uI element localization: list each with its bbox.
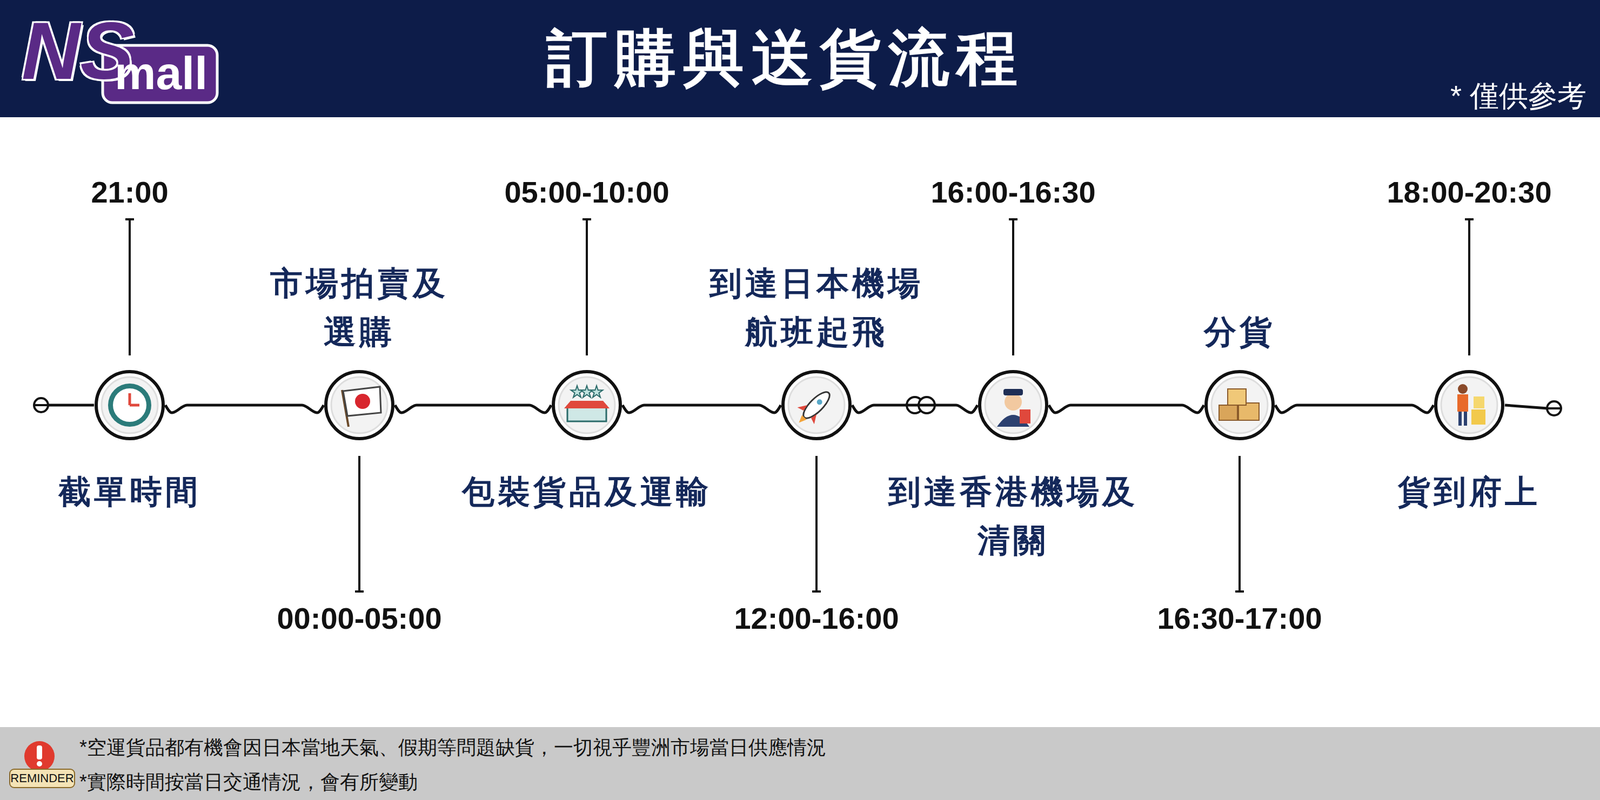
officer-icon [996,389,1031,427]
timeline-connector [395,405,552,413]
clock-icon [108,383,152,427]
reminder-icon [24,741,55,772]
footer-note: *實際時間按當日交通情況，會有所變動 [79,771,418,794]
step-name: 貨到府上 [1397,467,1541,517]
person-icon [1457,384,1486,426]
timeline-step: 截單時間21:00 [94,369,166,441]
step-name: 到達香港機場及 清關 [881,467,1145,566]
timeline-step: 市場拍賣及 選購00:00-05:00 [323,369,396,441]
step-name: 分貨 [1203,308,1276,357]
reminder-tag-text: REMINDER [10,772,74,786]
time-leader [125,219,135,356]
timeline-connector [622,405,781,413]
step-circle [94,369,166,441]
step-time: 05:00-10:00 [504,174,669,210]
rocket-icon [790,384,838,432]
timeline-step: 包裝貨品及運輸05:00-10:00 [551,369,623,441]
timeline-step: 分貨16:30-17:00 [1203,369,1276,441]
logo-word: mall [114,47,208,99]
step-circle [323,369,396,441]
step-name: 包裝貨品及運輸 [462,467,712,517]
step-time: 12:00-16:00 [733,600,899,637]
step-circle [1433,369,1505,441]
step-time: 21:00 [90,174,169,210]
footer-note: *空運貨品都有機會因日本當地天氣、假期等問題缺貨，一切視乎豐洲市場當日供應情況 [79,737,827,759]
timeline-connector [1275,405,1434,413]
step-circle [977,369,1049,441]
reminder-mark [36,745,43,760]
timeline-end [48,404,95,407]
time-leader [1464,219,1474,356]
step-time: 16:30-17:00 [1156,600,1322,637]
time-leader [355,456,364,592]
step-name: 到達日本機場 航班起飛 [703,259,930,357]
step-time: 18:00-20:30 [1386,174,1552,210]
reminder-dot [36,761,43,767]
store-icon [564,385,610,422]
boxes-icon [1219,389,1260,421]
flag-icon [342,386,381,427]
step-time: 16:00-16:30 [930,174,1096,210]
time-leader [1008,219,1018,356]
timeline-step: 到達日本機場 航班起飛12:00-16:00 [780,369,853,441]
note-mark: * 僅供參考 [1450,79,1587,112]
timeline-step: 到達香港機場及 清關16:00-16:30 [977,369,1049,441]
step-circle [1203,369,1276,441]
step-name: 截單時間 [58,467,202,517]
timeline-connector [1048,405,1204,413]
page-title: 訂購與送貨流程 [546,17,1026,100]
step-name: 市場拍賣及 選購 [263,259,455,357]
timeline-end [1504,405,1548,409]
timeline-connector [852,405,978,413]
timeline-step: 貨到府上18:00-20:30 [1433,369,1505,441]
time-leader [1235,456,1244,592]
step-time: 00:00-05:00 [276,600,442,637]
logo-plate [102,45,218,103]
step-circle [780,369,853,441]
step-circle [551,369,623,441]
time-leader [812,456,821,592]
timeline-connector [165,405,324,413]
time-leader [582,219,592,356]
reminder-tag [9,769,75,788]
